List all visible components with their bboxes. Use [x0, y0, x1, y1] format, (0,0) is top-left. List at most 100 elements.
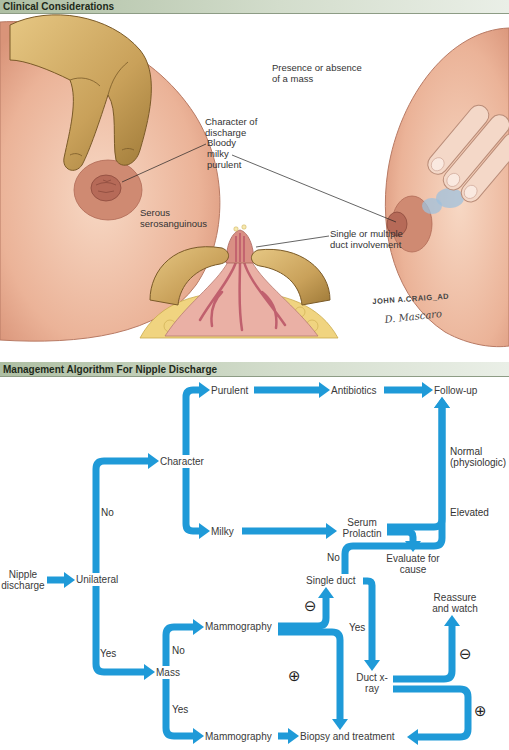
arrow-head [434, 397, 450, 408]
flow-step: Unilateral [76, 574, 126, 585]
flow-arrow [186, 382, 210, 455]
step-text: Purulent [211, 385, 253, 396]
flow-arrow [96, 453, 159, 573]
nipple-section [226, 230, 254, 263]
arrow-shaft [393, 689, 468, 737]
flow-step: Character [160, 456, 208, 467]
arrow-head [332, 719, 348, 730]
arrow-shaft [96, 461, 149, 573]
arrow-shaft [278, 632, 340, 720]
glove-hand-left [10, 15, 151, 171]
step-text: Nipple discharge [0, 569, 46, 591]
arrow-head [422, 382, 433, 398]
step-text: Evaluate for cause [384, 553, 442, 575]
step-text: Duct x-ray [352, 672, 392, 694]
flow-step: Serum Prolactin [338, 517, 386, 539]
header-band: Management Algorithm For Nipple Discharg… [0, 362, 509, 377]
arrow-head [326, 523, 337, 539]
header-band: Clinical Considerations [0, 0, 509, 14]
step-text: Character [160, 456, 208, 467]
flow-arrow [186, 468, 210, 539]
fingernail [462, 183, 480, 201]
arrow-head [288, 728, 299, 744]
arrow-head [434, 397, 450, 408]
result-symbol: ⊕ [474, 703, 487, 719]
flow-arrow [345, 397, 450, 574]
flow-step: Duct x-ray [352, 672, 392, 694]
examining-fingers [422, 97, 509, 208]
arrow-head [148, 453, 159, 469]
callout-label: Presence or absence of a mass [272, 62, 372, 84]
arrow-head [364, 660, 380, 671]
callout-label: Single or multiple duct involvement [330, 228, 420, 250]
flow-arrow [166, 619, 204, 666]
result-symbol: ⊖ [459, 646, 472, 662]
flow-arrow [278, 587, 334, 626]
callout-label: Serous serosanguinous [140, 207, 220, 229]
arrow-shaft [387, 532, 413, 542]
finger [457, 129, 509, 206]
flow-arrow [278, 632, 348, 730]
edge-label: Elevated [450, 507, 489, 518]
milk-ducts [200, 262, 285, 330]
header-text: Clinical Considerations [0, 0, 509, 14]
flow-step: Mass [156, 667, 184, 678]
arrow-shaft [47, 577, 65, 584]
arrow-shaft [363, 581, 372, 661]
edge-label: No [101, 507, 114, 518]
flow-step: Mammography [205, 621, 277, 632]
arrow-shaft [393, 625, 452, 679]
leader-line [122, 144, 206, 182]
step-text: Unilateral [76, 574, 126, 585]
palpated-mass [422, 198, 442, 214]
flow-arrow [278, 728, 299, 744]
flow-step: Biopsy and treatment [300, 731, 406, 742]
duct-openings [236, 233, 244, 262]
arrow-head [144, 664, 155, 680]
clinical-illustration [0, 0, 509, 362]
step-text: Reassure and watch [426, 592, 484, 614]
flow-arrow [47, 572, 75, 588]
flow-arrow [166, 679, 204, 744]
fingernail [444, 171, 462, 189]
step-text: Biopsy and treatment [300, 731, 406, 742]
nipple-left [91, 175, 121, 201]
callout-label: Character of discharge [205, 116, 265, 138]
leader-line [256, 236, 329, 247]
arrow-shaft [278, 597, 326, 626]
flow-arrow [242, 523, 337, 539]
arrow-head [199, 523, 210, 539]
flow-arrow [384, 382, 433, 398]
arrow-head [193, 619, 204, 635]
result-symbol: ⊕ [288, 668, 301, 684]
edge-label: No [172, 645, 185, 656]
arrow-shaft [254, 387, 320, 394]
flow-arrow [393, 615, 460, 679]
step-text: Serum Prolactin [338, 517, 386, 539]
arrow-head [444, 615, 460, 626]
step-text: Mammography [205, 731, 277, 742]
glove-finger [251, 249, 330, 305]
step-text: Single duct [306, 575, 362, 586]
areola-left [74, 160, 142, 220]
fingernail [429, 155, 447, 173]
edge-label: No [327, 552, 340, 563]
arrow-shaft [387, 407, 442, 527]
step-text: Mammography [205, 621, 277, 632]
edge-label: Yes [100, 648, 116, 659]
step-text: Milky [211, 526, 241, 537]
callout-label: Bloody milky purulent [207, 137, 247, 170]
flow-step: Evaluate for cause [384, 553, 442, 575]
arrow-shaft [186, 468, 200, 531]
glove-thumb [150, 247, 229, 305]
flow-step: Reassure and watch [426, 592, 484, 614]
step-text: Antibiotics [331, 385, 383, 396]
arrow-head [318, 587, 334, 598]
result-symbol: ⊖ [304, 598, 317, 614]
arrow-head [407, 729, 418, 745]
flow-step: Follow-up [434, 385, 484, 396]
arrow-shaft [345, 407, 442, 574]
arrow-shaft [166, 627, 194, 666]
arrow-head [199, 382, 210, 398]
